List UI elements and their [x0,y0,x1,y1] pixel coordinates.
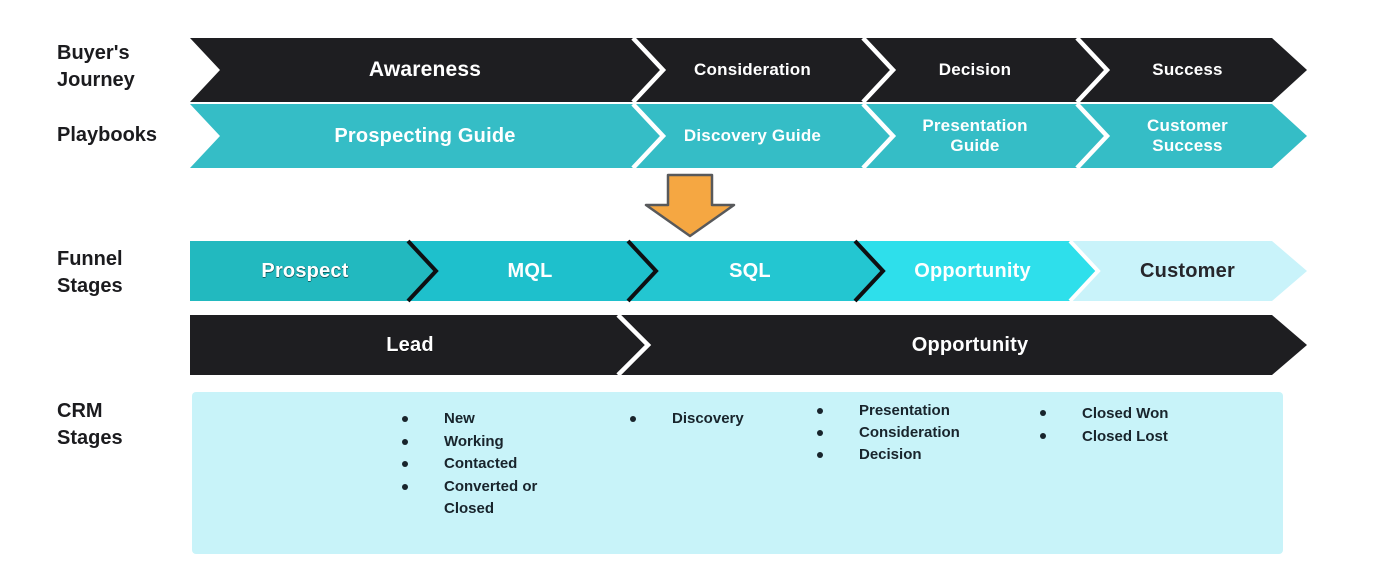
list-item: Consideration [817,422,960,444]
down-arrow-icon [644,173,736,238]
crm-lead-status-list: New Working Contacted Converted or Close… [402,408,576,521]
funnel-separator-2 [626,239,659,303]
journey-stage-success: Success [1152,60,1223,79]
crm-status-label: Closed Lost [1082,428,1168,445]
bullet-icon [1040,433,1046,439]
playbook-prospecting-guide: Prospecting Guide [334,124,516,147]
bullet-icon [402,461,408,467]
list-item: Contacted [402,453,576,476]
funnel-segment-prospect [190,241,436,301]
playbooks-separator-2 [861,102,897,170]
funnel-segment-opportunity [855,241,1098,301]
bullet-icon [1040,410,1046,416]
bullet-icon [402,416,408,422]
funnel-stage-opportunity: Opportunity [914,259,1031,282]
crm-stages-box [192,392,1283,554]
playbook-discovery-guide: Discovery Guide [683,126,822,145]
bullet-icon [817,452,823,458]
journey-stage-consideration: Consideration [694,60,811,79]
playbook-presentation-guide: Presentation Guide [922,116,1028,155]
bullet-icon [402,483,408,490]
crm-status-label: Converted or Closed [444,477,538,518]
crm-status-label: Discovery [672,410,744,427]
row-label-funnel-stages: Funnel Stages [57,248,123,297]
bullet-icon [817,430,823,436]
pipeline-band-shape [190,315,1307,375]
list-item: Converted or Closed [402,476,576,521]
row-label-crm-stages: CRM Stages [57,400,123,449]
crm-status-label: Consideration [859,424,960,441]
funnel-separator-3 [853,239,886,303]
pipeline-separator-1 [616,313,652,377]
row-label-playbooks: Playbooks [57,124,158,146]
funnel-stage-prospect: Prospect [261,259,349,282]
list-item: Discovery [630,408,744,431]
journey-stage-decision: Decision [938,60,1012,79]
crm-status-label: Closed Won [1082,405,1169,422]
crm-status-label: New [444,410,475,427]
crm-status-label: Contacted [444,455,518,472]
playbook-customer-success: Customer Success [1147,116,1228,155]
list-item: Presentation [817,400,960,422]
playbooks-separator-3 [1075,102,1111,170]
funnel-segment-mql [408,241,656,301]
journey-separator-3 [1075,36,1111,104]
list-item: Decision [817,444,960,466]
bullet-icon [630,416,636,422]
funnel-stage-sql: SQL [729,259,771,282]
pipeline-stage-opportunity: Opportunity [911,333,1029,356]
funnel-stage-customer: Customer [1140,259,1235,282]
crm-opportunity-status-list: Presentation Consideration Decision [817,400,960,466]
funnel-separator-4 [1068,239,1101,303]
playbooks-separator-1 [631,102,667,170]
journey-separator-1 [631,36,667,104]
funnel-separator-1 [406,239,439,303]
crm-discovery-status-list: Discovery [630,408,744,431]
funnel-segment-customer [1070,241,1307,301]
list-item: Working [402,431,576,454]
pipeline-stage-lead: Lead [386,333,434,356]
crm-status-label: Presentation [859,402,950,419]
playbooks-band-shape [190,104,1307,168]
crm-closed-status-list: Closed Won Closed Lost [1040,402,1168,448]
bullet-icon [402,438,408,445]
bullet-icon [817,408,823,414]
funnel-segment-sql [628,241,883,301]
crm-status-label: Working [444,432,504,450]
row-label-buyers-journey: Buyer's Journey [57,42,135,91]
list-item: Closed Won [1040,402,1168,425]
funnel-stage-mql: MQL [507,259,553,282]
journey-band-shape [190,38,1307,102]
journey-stage-awareness: Awareness [368,58,482,81]
list-item: New [402,408,576,431]
journey-separator-2 [861,36,897,104]
crm-status-label: Decision [859,446,922,463]
list-item: Closed Lost [1040,425,1168,448]
